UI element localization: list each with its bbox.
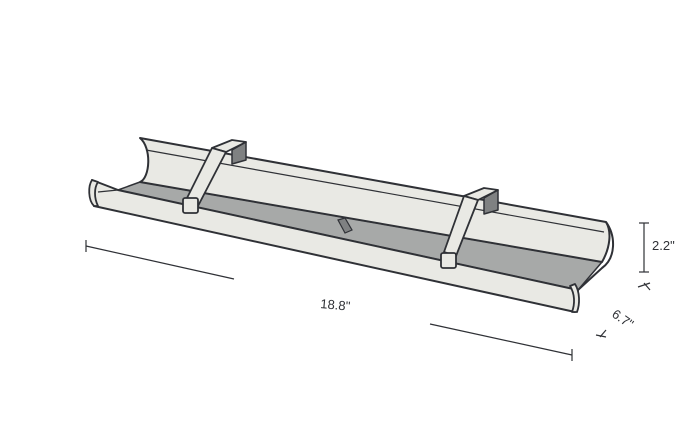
mounting-bracket-left	[182, 139, 247, 214]
tray-front-lip	[97, 189, 119, 193]
height-dimension: 2.2"	[639, 222, 675, 273]
tray-left-end	[88, 179, 99, 207]
cable-tray	[88, 137, 614, 313]
tray-back-lip	[145, 149, 605, 233]
length-label: 18.8"	[320, 296, 351, 314]
depth-dimension: 6.7"	[595, 282, 651, 338]
depth-label: 6.7"	[609, 306, 637, 332]
tray-right-end	[569, 283, 580, 313]
tray-floor-seam	[337, 217, 353, 234]
tray-back-wall	[139, 137, 611, 263]
tray-right-curve	[577, 221, 614, 291]
height-label: 2.2"	[652, 238, 675, 253]
mounting-bracket-right	[440, 187, 499, 269]
length-dimension: 18.8"	[85, 240, 573, 361]
